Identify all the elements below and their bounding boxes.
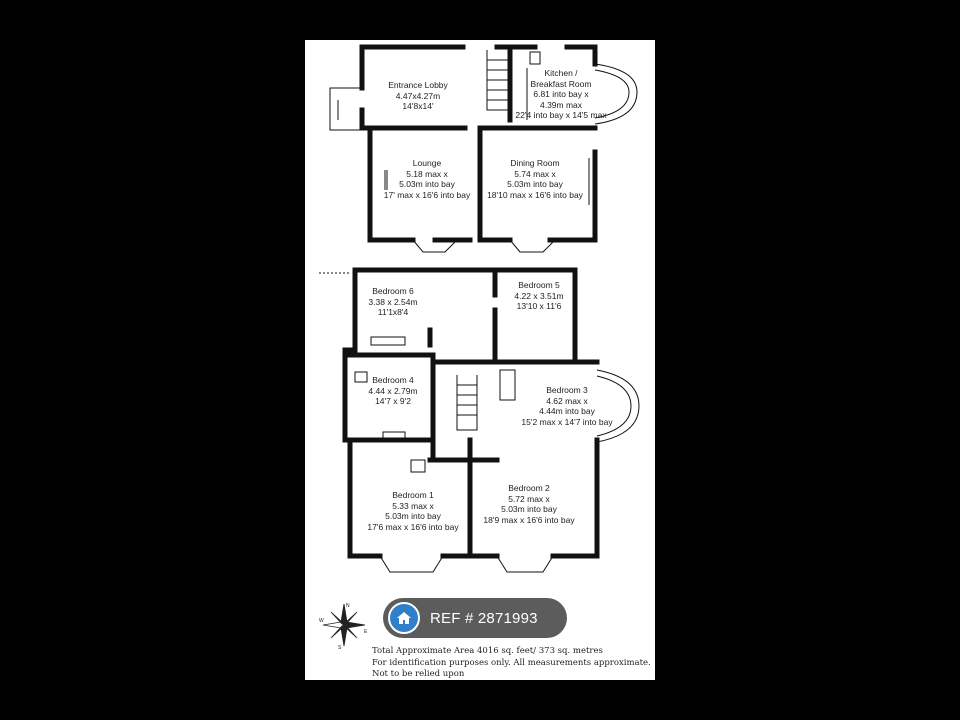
room-dim-imperial: 18'9 max x 16'6 into bay <box>483 514 575 525</box>
kitchen-units <box>526 51 541 120</box>
room-dim-imperial: 14'8x14' <box>402 101 434 111</box>
room-dim-metric: 5.03m into bay <box>399 179 455 189</box>
room-dim-metric: 5.03m into bay <box>507 179 563 189</box>
room-dim-metric: 5.18 max x <box>406 168 448 179</box>
room-label-entrance-lobby: Entrance Lobby 4.47x4.27m 14'8x14' <box>388 80 448 112</box>
room-dim-metric: 3.38 x 2.54m <box>368 296 418 307</box>
floorplan-footer-notes: Total Approximate Area 4016 sq. feet/ 37… <box>372 646 651 681</box>
reliance-note: Not to be relied upon <box>372 669 465 679</box>
room-label-bedroom-3: Bedroom 3 4.62 max x 4.44m into bay 15'2… <box>521 385 612 427</box>
room-name: Bedroom 4 <box>372 375 414 385</box>
kitchen-bay <box>594 63 638 125</box>
room-dim-imperial: 13'10 x 11'6 <box>516 301 562 311</box>
room-name: Kitchen / <box>544 68 578 78</box>
kitchen-bay-inner <box>594 69 630 119</box>
room-dim-metric: 4.22 x 3.51m <box>514 290 564 301</box>
compass-n: N <box>346 603 350 609</box>
room-label-bedroom-2: Bedroom 2 5.72 max x 5.03m into bay 18'9… <box>483 483 574 525</box>
bedroom3-bay-inner <box>596 375 632 437</box>
lounge-window <box>384 170 388 190</box>
room-dim-imperial: 15'2 max x 14'7 into bay <box>521 416 613 427</box>
room-name: Dining Room <box>510 158 560 168</box>
compass-rose-icon: N S E W <box>319 603 368 650</box>
room-dim-metric: 5.72 max x <box>508 493 550 504</box>
first-floor-landing <box>427 327 598 463</box>
bathroom-fixtures <box>354 336 516 473</box>
room-dim-metric: 6.81 into bay x <box>533 89 589 99</box>
room-dim-metric: 4.39m max <box>539 99 583 110</box>
room-dim-imperial: 18'10 max x 16'6 into bay <box>487 189 583 200</box>
room-label-bedroom-5: Bedroom 5 4.22 x 3.51m 13'10 x 11'6 <box>514 280 563 312</box>
room-label-kitchen: Kitchen / Breakfast Room 6.81 into bay x… <box>515 68 606 121</box>
dining-bay <box>509 239 556 253</box>
room-label-bedroom-4: Bedroom 4 4.44 x 2.79m 14'7 x 9'2 <box>368 375 417 407</box>
room-label-bedroom-6: Bedroom 6 3.38 x 2.54m 11'1x8'4 <box>368 286 417 318</box>
compass-e: E <box>364 629 368 635</box>
stair-first <box>456 375 478 431</box>
disclaimer-note: For identification purposes only. All me… <box>372 657 651 668</box>
bedroom1-bay <box>379 555 444 573</box>
compass-w: W <box>319 618 324 624</box>
room-label-bedroom-1: Bedroom 1 5.33 max x 5.03m into bay 17'6… <box>367 490 458 532</box>
home-icon <box>388 602 420 634</box>
total-area-note: Total Approximate Area 4016 sq. feet/ 37… <box>372 646 603 656</box>
bedroom3-bay <box>596 369 640 443</box>
room-dim-metric: 4.47x4.27m <box>395 90 441 101</box>
room-label-lounge: Lounge 5.18 max x 5.03m into bay 17' max… <box>384 158 470 200</box>
room-name: Bedroom 1 <box>392 490 434 500</box>
room-label-dining-room: Dining Room 5.74 max x 5.03m into bay 18… <box>487 158 583 200</box>
room-dim-imperial: 17' max x 16'6 into bay <box>383 189 471 200</box>
room-name: Entrance Lobby <box>388 80 448 90</box>
porch <box>329 87 362 131</box>
room-name: Bedroom 3 <box>546 385 588 395</box>
lounge-bay <box>412 239 458 253</box>
room-name: Bedroom 6 <box>372 286 414 296</box>
room-dim-metric: 5.03m into bay <box>501 504 557 514</box>
room-dim-imperial: 17'6 max x 16'6 into bay <box>367 521 459 532</box>
floorplan-sheet: Entrance Lobby 4.47x4.27m 14'8x14' Kitch… <box>305 40 655 680</box>
room-name: Lounge <box>412 158 442 168</box>
floorplan-drawing <box>319 44 640 573</box>
room-name-cont: Breakfast Room <box>530 78 592 89</box>
room-name: Bedroom 2 <box>508 483 550 493</box>
room-dim-metric: 5.03m into bay <box>385 511 441 521</box>
room-dim-imperial: 22'4 into bay x 14'5 max <box>515 110 607 120</box>
stair-ground <box>486 50 510 111</box>
room-dim-metric: 5.33 max x <box>392 500 434 511</box>
room-name: Bedroom 5 <box>518 280 560 290</box>
reference-badge[interactable]: REF # 2871993 <box>383 598 567 638</box>
room-dim-metric: 4.44m into bay <box>539 406 595 416</box>
room-dim-imperial: 14'7 x 9'2 <box>375 396 411 406</box>
room-dim-metric: 4.44 x 2.79m <box>368 385 418 396</box>
room-dim-metric: 5.74 max x <box>514 168 556 179</box>
bedroom2-bay <box>496 555 554 573</box>
ground-floor-partition <box>477 44 513 243</box>
reference-number: REF # 2871993 <box>430 609 538 627</box>
compass-s: S <box>338 645 342 650</box>
room-dim-metric: 4.62 max x <box>546 395 588 406</box>
room-dim-imperial: 11'1x8'4 <box>377 307 409 317</box>
